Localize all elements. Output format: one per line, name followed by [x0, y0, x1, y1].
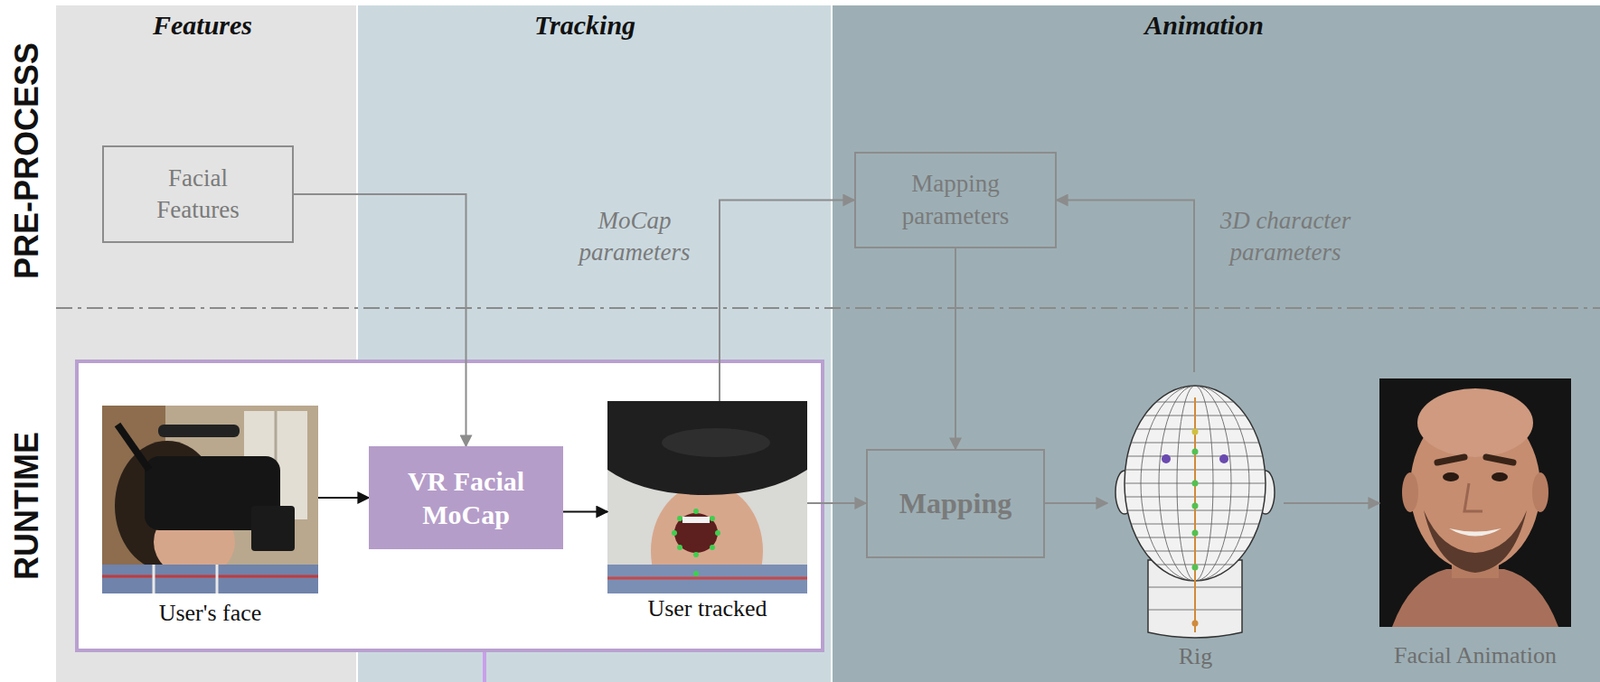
highlight-process-box: VR Facial MoCap [368, 446, 564, 550]
rig-head-mesh [1115, 385, 1275, 639]
column-divider [830, 5, 833, 682]
photo-node: User tracked [607, 401, 808, 623]
node-text: Facial Features [139, 162, 257, 226]
edge-label: 3D character parameters [1204, 205, 1367, 269]
photo-node: Facial Animation [1379, 378, 1572, 670]
animation-column [831, 5, 1600, 682]
flow-arrow [1044, 502, 1108, 505]
photo-node: User's face [102, 405, 319, 628]
process-box: Mapping parameters [854, 151, 1057, 249]
node-text: VR Facial MoCap [382, 464, 550, 533]
phase-separator [56, 307, 1600, 310]
column-heading: Animation [1144, 9, 1264, 41]
flow-arrow [293, 194, 467, 447]
user-face-photo [102, 405, 319, 594]
runtime-highlight-frame [76, 361, 823, 651]
flow-arrow [807, 502, 866, 505]
image-caption: User's face [159, 600, 263, 628]
flow-arrow [563, 511, 608, 514]
flow-arrow [318, 497, 369, 499]
phase-label: RUNTIME [8, 432, 47, 581]
node-text: Mapping [899, 485, 1012, 524]
column-heading: Tracking [534, 9, 636, 41]
input-box: Facial Features [102, 145, 294, 244]
image-caption: Rig [1178, 643, 1214, 671]
flow-arrow [1283, 502, 1380, 505]
flow-arrow [1056, 200, 1195, 374]
image-caption: User tracked [647, 595, 767, 623]
edge-label: MoCap parameters [566, 205, 703, 269]
facial-animation-render [1379, 378, 1572, 628]
phase-label: PRE-PROCESS [8, 42, 47, 280]
node-text: Mapping parameters [887, 168, 1024, 232]
image-caption: Facial Animation [1393, 642, 1557, 670]
highlight-leader [482, 652, 487, 682]
flow-arrow [719, 200, 855, 403]
column-heading: Features [152, 9, 253, 41]
rig-node: Rig [1107, 372, 1284, 671]
flow-arrow [954, 248, 957, 450]
user-tracked-photo [607, 401, 808, 594]
process-box: Mapping [865, 449, 1045, 559]
